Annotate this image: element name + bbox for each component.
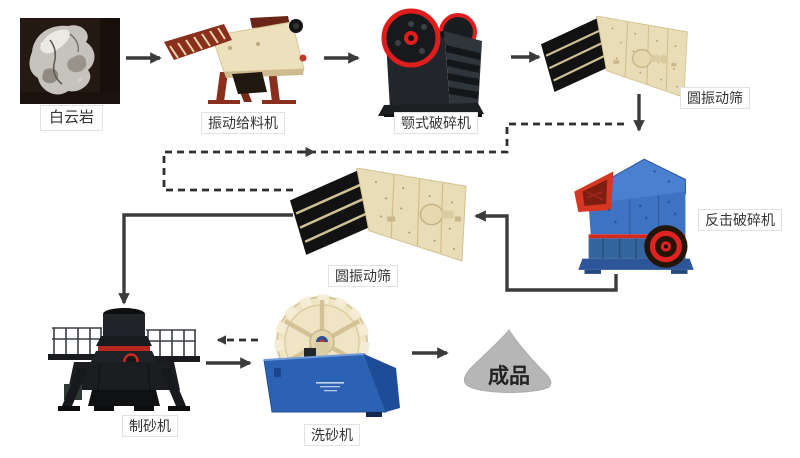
circular-screen-2-illustration <box>290 168 467 262</box>
sand-maker-illustration <box>48 308 200 411</box>
edge-screen2-recirculation-dashed <box>162 122 627 192</box>
product-pile-shape <box>463 329 552 393</box>
label-vibrating-feeder: 振动给料机 <box>201 112 285 134</box>
label-sand-washer: 洗砂机 <box>304 424 360 446</box>
vibrating-feeder-illustration <box>164 16 307 104</box>
dolomite-photo <box>20 18 120 104</box>
edge-impact-crusher-to-screen2 <box>474 210 618 292</box>
circular-screen-1-illustration <box>541 16 688 98</box>
label-circular-screen-1: 圆振动筛 <box>680 87 750 109</box>
sand-washer-illustration <box>263 294 400 417</box>
label-impact-crusher: 反击破碎机 <box>698 209 782 231</box>
edge-screen2-to-sand-maker <box>118 213 293 305</box>
label-sand-maker: 制砂机 <box>122 415 178 437</box>
label-jaw-crusher: 颚式破碎机 <box>394 112 478 134</box>
label-product: 成品 <box>488 365 530 388</box>
label-dolomite: 白云岩 <box>40 105 104 131</box>
impact-crusher-illustration <box>574 158 694 274</box>
label-circular-screen-2: 圆振动筛 <box>328 265 398 287</box>
